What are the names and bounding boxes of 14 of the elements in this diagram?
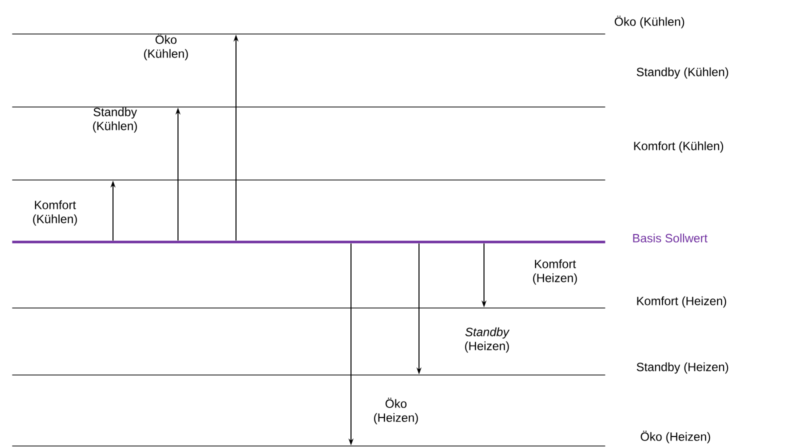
edge-label: Komfort (Heizen) [533,259,577,285]
edge-label: Öko (Kühlen) [144,34,188,60]
level-label: Öko (Heizen) [640,430,710,444]
level-label: Öko (Kühlen) [614,16,684,28]
edge-label: Standby (Heizen) [465,327,510,353]
level-label: Standby (Heizen) [636,362,728,374]
level-label: Basis Sollwert [633,234,708,242]
edge-label: Standby (Kühlen) [93,107,137,133]
edge-label: Komfort (Kühlen) [33,200,77,226]
level-label: Standby (Kühlen) [636,67,728,79]
level-label: Komfort (Kühlen) [634,141,724,153]
edge-label: Öko (Heizen) [374,398,418,424]
level-label: Komfort (Heizen) [637,296,726,308]
level-line [12,240,606,244]
